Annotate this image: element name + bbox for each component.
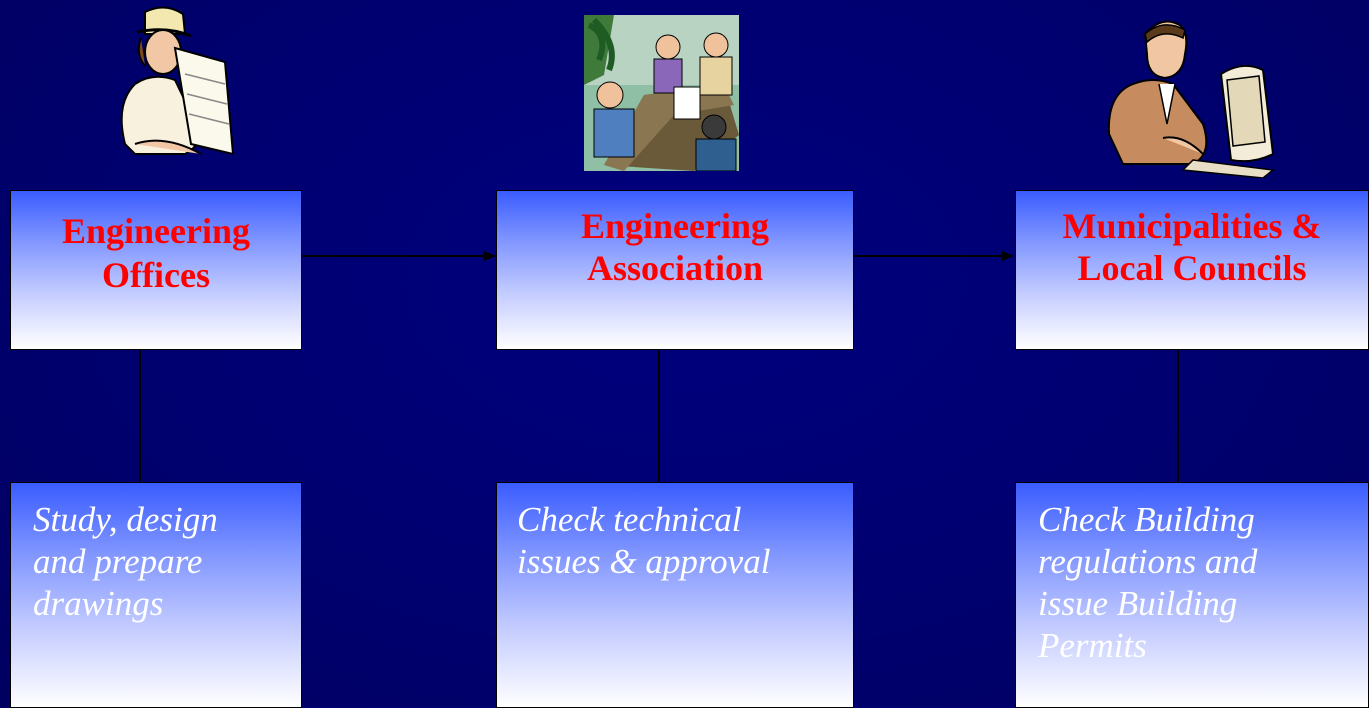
desc-line: issue Building <box>1038 584 1238 623</box>
node-municipalities: Municipalities & Local Councils <box>1015 190 1369 350</box>
node-title: Engineering Offices <box>62 191 250 297</box>
connector-municipalities-vertical <box>1177 350 1179 482</box>
desc-text: Check Building regulations and issue Bui… <box>1016 483 1368 667</box>
node-title-line: Association <box>586 248 763 288</box>
meeting-icon <box>584 15 739 171</box>
desc-engineering-association: Check technical issues & approval <box>496 482 854 708</box>
connector-association-vertical <box>658 350 660 482</box>
node-engineering-association: Engineering Association <box>496 190 854 350</box>
desc-text: Check technical issues & approval <box>497 483 853 583</box>
connector-offices-to-association <box>302 255 486 257</box>
clerk-at-computer-icon <box>1107 20 1275 178</box>
desc-municipalities: Check Building regulations and issue Bui… <box>1015 482 1369 708</box>
node-title-line: Offices <box>102 255 210 295</box>
desc-line: Study, design <box>33 500 218 539</box>
desc-line: Permits <box>1038 626 1147 665</box>
node-title: Municipalities & Local Councils <box>1063 191 1322 289</box>
desc-engineering-offices: Study, design and prepare drawings <box>10 482 302 708</box>
desc-line: Check technical <box>517 500 742 539</box>
connector-association-to-municipalities <box>854 255 1004 257</box>
node-engineering-offices: Engineering Offices <box>10 190 302 350</box>
desc-text: Study, design and prepare drawings <box>11 483 301 625</box>
arrowhead-municipalities <box>1002 251 1014 261</box>
desc-line: and prepare <box>33 542 203 581</box>
node-title-line: Local Councils <box>1077 248 1307 288</box>
node-title: Engineering Association <box>581 191 769 289</box>
desc-line: drawings <box>33 584 164 623</box>
desc-line: Check Building <box>1038 500 1255 539</box>
engineer-with-blueprint-icon <box>120 6 235 156</box>
connector-offices-vertical <box>139 350 141 482</box>
node-title-line: Municipalities & <box>1062 206 1322 246</box>
node-title-line: Engineering <box>61 211 250 251</box>
desc-line: issues & approval <box>517 542 771 581</box>
node-title-line: Engineering <box>580 206 769 246</box>
arrowhead-association <box>484 251 496 261</box>
desc-line: regulations and <box>1038 542 1258 581</box>
